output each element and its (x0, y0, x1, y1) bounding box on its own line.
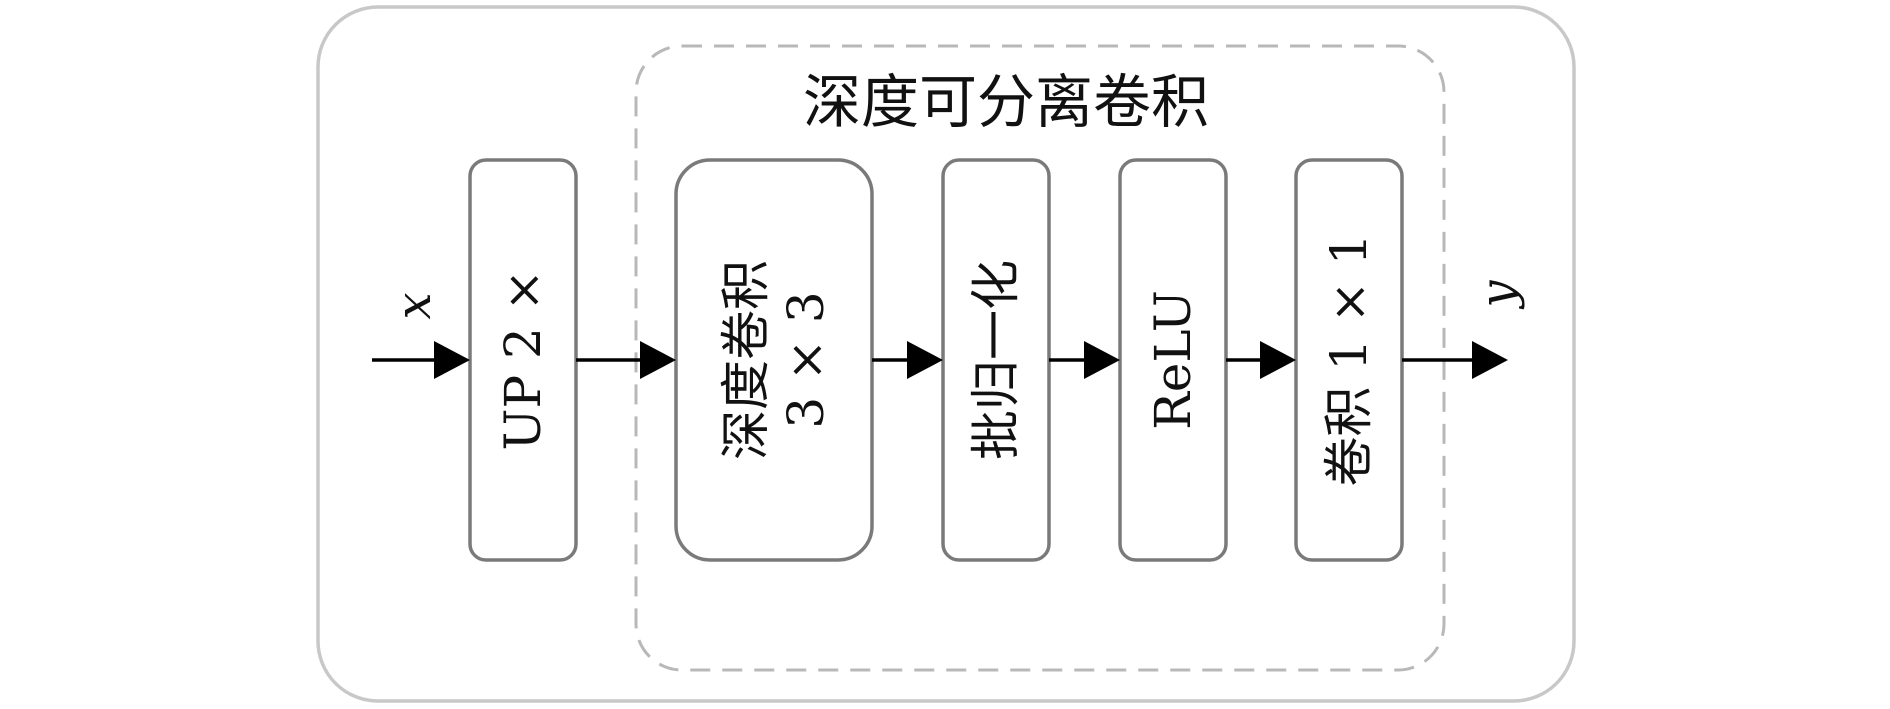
batchnorm-label: 批归一化 (967, 260, 1025, 460)
arrow-batchnorm-to-relu (1049, 341, 1120, 379)
arrow-depthwise-to-batchnorm (872, 341, 943, 379)
outer-frame (316, 5, 1576, 703)
arrow-relu-to-pointwise (1226, 341, 1296, 379)
arrow-upsample-to-depthwise (576, 341, 676, 379)
depthwise-conv-label-line1: 深度卷积 (717, 260, 775, 460)
relu-label: ReLU (1144, 290, 1202, 430)
upsample-label: UP 2 × (494, 269, 552, 450)
arrow-pointwise-to-output (1402, 341, 1508, 379)
depthwise-conv-label-line2: 3 × 3 (777, 291, 835, 428)
input-variable-label: x (386, 292, 442, 319)
pointwise-conv-label: 卷积 1 × 1 (1320, 233, 1378, 486)
group-title: 深度可分离卷积 (803, 68, 1209, 136)
arrow-input-to-upsample (372, 341, 470, 379)
separable-conv-group-frame (634, 44, 1446, 672)
output-variable-label: y (1470, 280, 1526, 310)
